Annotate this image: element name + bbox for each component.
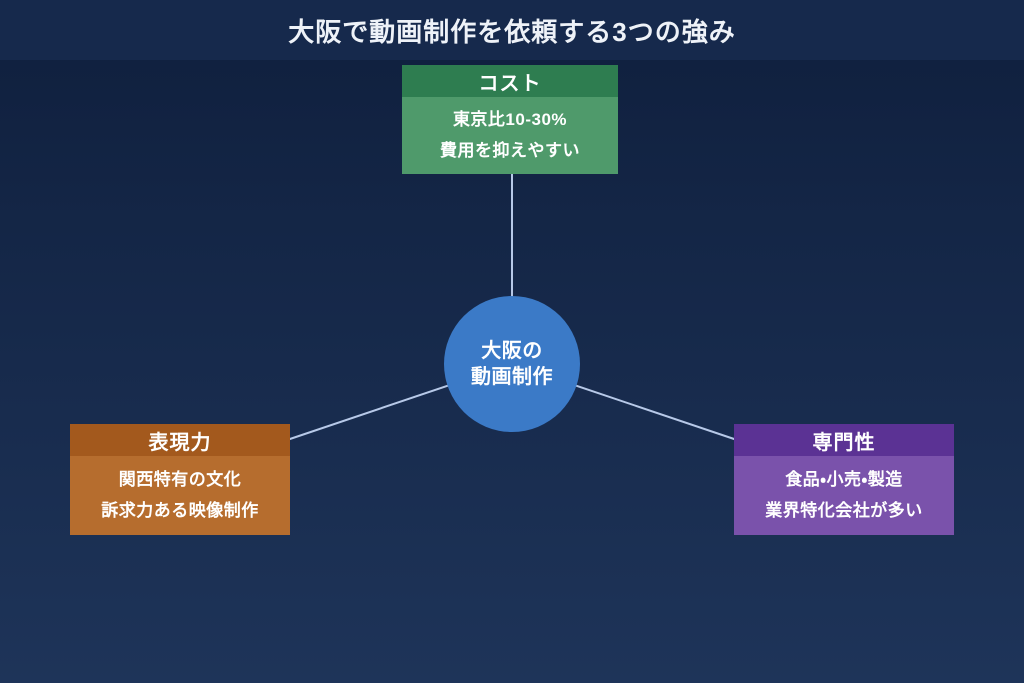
card-expression-line1: 関西特有の文化 [118,470,242,490]
card-expression-header: 表現力 [70,424,290,456]
hub-label-line2: 動画制作 [471,366,553,388]
card-expression: 表現力 関西特有の文化 訴求力ある映像制作 [70,424,290,535]
card-cost-line2: 費用を抑えやすい [440,140,580,160]
title-band: 大阪で動画制作を依頼する3つの強み [0,0,1024,60]
card-specialty-header: 専門性 [734,424,954,456]
card-expression-title: 表現力 [148,431,212,454]
card-specialty: 専門性 食品・小売・製造 業界特化会社が多い [734,424,954,535]
card-cost-title: コスト [478,72,542,95]
page-title: 大阪で動画制作を依頼する3つの強み [288,16,736,47]
card-expression-line2: 訴求力ある映像制作 [101,500,259,520]
card-cost-body: 東京比10-30% 費用を抑えやすい [402,97,618,174]
card-cost-header: コスト [402,65,618,97]
hub-label-line1: 大阪の [481,339,543,362]
card-expression-body: 関西特有の文化 訴求力ある映像制作 [70,456,290,535]
card-specialty-title: 専門性 [812,431,876,454]
card-cost-line1: 東京比10-30% [452,110,568,130]
card-cost: コスト 東京比10-30% 費用を抑えやすい [402,65,618,174]
hub-node-label: 大阪の 動画制作 [471,338,553,391]
card-specialty-body: 食品・小売・製造 業界特化会社が多い [734,456,954,535]
hub-node-osaka-video-production: 大阪の 動画制作 [444,296,580,432]
card-specialty-line2: 業界特化会社が多い [765,500,923,520]
card-specialty-line1: 食品・小売・製造 [785,470,903,490]
